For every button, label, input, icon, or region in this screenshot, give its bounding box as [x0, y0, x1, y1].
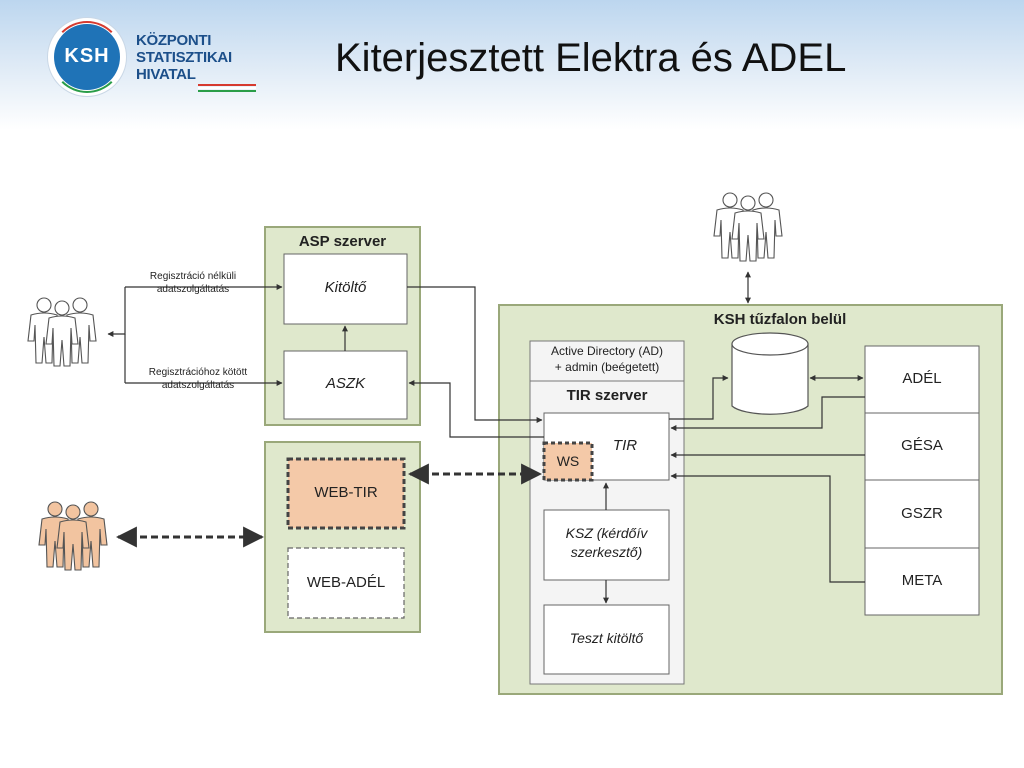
- system-box-gesa: [864, 412, 980, 481]
- system-box-gszr: [864, 479, 980, 549]
- web-tir-label: WEB-TIR: [314, 484, 378, 501]
- ws-box: [542, 441, 594, 482]
- header-background: [0, 0, 1024, 130]
- system-label-adel: ADÉL: [902, 370, 942, 387]
- system-label-meta: META: [901, 572, 943, 589]
- arrow-to-users-left: [107, 287, 126, 337]
- aszk-box: [283, 350, 408, 420]
- logo-abbr: KSH: [64, 45, 110, 67]
- ad-label: Active Directory (AD) + admin (beégetett…: [550, 344, 663, 374]
- arrow-adel-tir: [670, 396, 865, 431]
- ksh-logo: KSH KÖZPONTI STATISZTIKAI HIVATAL: [48, 18, 258, 98]
- logo-text: KÖZPONTI STATISZTIKAI HIVATAL: [136, 32, 232, 83]
- arrow-kitolto-tir: [407, 286, 543, 423]
- aszk-label: ASZK: [325, 375, 366, 392]
- ksz-label: KSZ (kérdőív szerkesztő): [565, 525, 648, 560]
- web-tir-box: [286, 457, 406, 530]
- teszt-kitolto-label: Teszt kitöltő: [569, 630, 644, 646]
- tir-label: TIR: [612, 437, 638, 454]
- tir-server-title: TIR szerver: [566, 387, 648, 404]
- reg-nelkul-label: Regisztráció nélküli adatszolgáltatás: [149, 271, 237, 295]
- ws-label: WS: [556, 453, 580, 469]
- arrow-meta-tir: [670, 473, 865, 583]
- system-box-adel: [864, 345, 980, 414]
- kitolto-box: [283, 253, 408, 325]
- ksh-firewall-title: KSH tűzfalon belül: [713, 311, 847, 328]
- system-label-gszr: GSZR: [901, 505, 943, 522]
- kitolto-label: Kitöltő: [324, 279, 367, 296]
- asp-server-title: ASP szerver: [298, 233, 387, 250]
- web-adel-label: WEB-ADÉL: [306, 574, 386, 591]
- system-label-gesa: GÉSA: [901, 437, 943, 454]
- page-title: Kiterjesztett Elektra és ADEL: [335, 36, 847, 80]
- arrow-tir-database: [669, 375, 729, 420]
- users-group-icon-left: [27, 297, 97, 367]
- teszt-kitolto-box: [543, 604, 670, 675]
- web-adel-box: [287, 547, 405, 619]
- arrow-tir-aszk: [408, 380, 544, 438]
- users-group-icon-web: [38, 501, 108, 571]
- users-group-icon-top: [713, 192, 783, 262]
- logo-circle: KSH: [48, 18, 126, 96]
- database-icon: [731, 332, 809, 415]
- reg-kotott-label: Regisztrációhoz kötött adatszolgáltatás: [148, 367, 248, 391]
- logo-flag: [198, 84, 256, 92]
